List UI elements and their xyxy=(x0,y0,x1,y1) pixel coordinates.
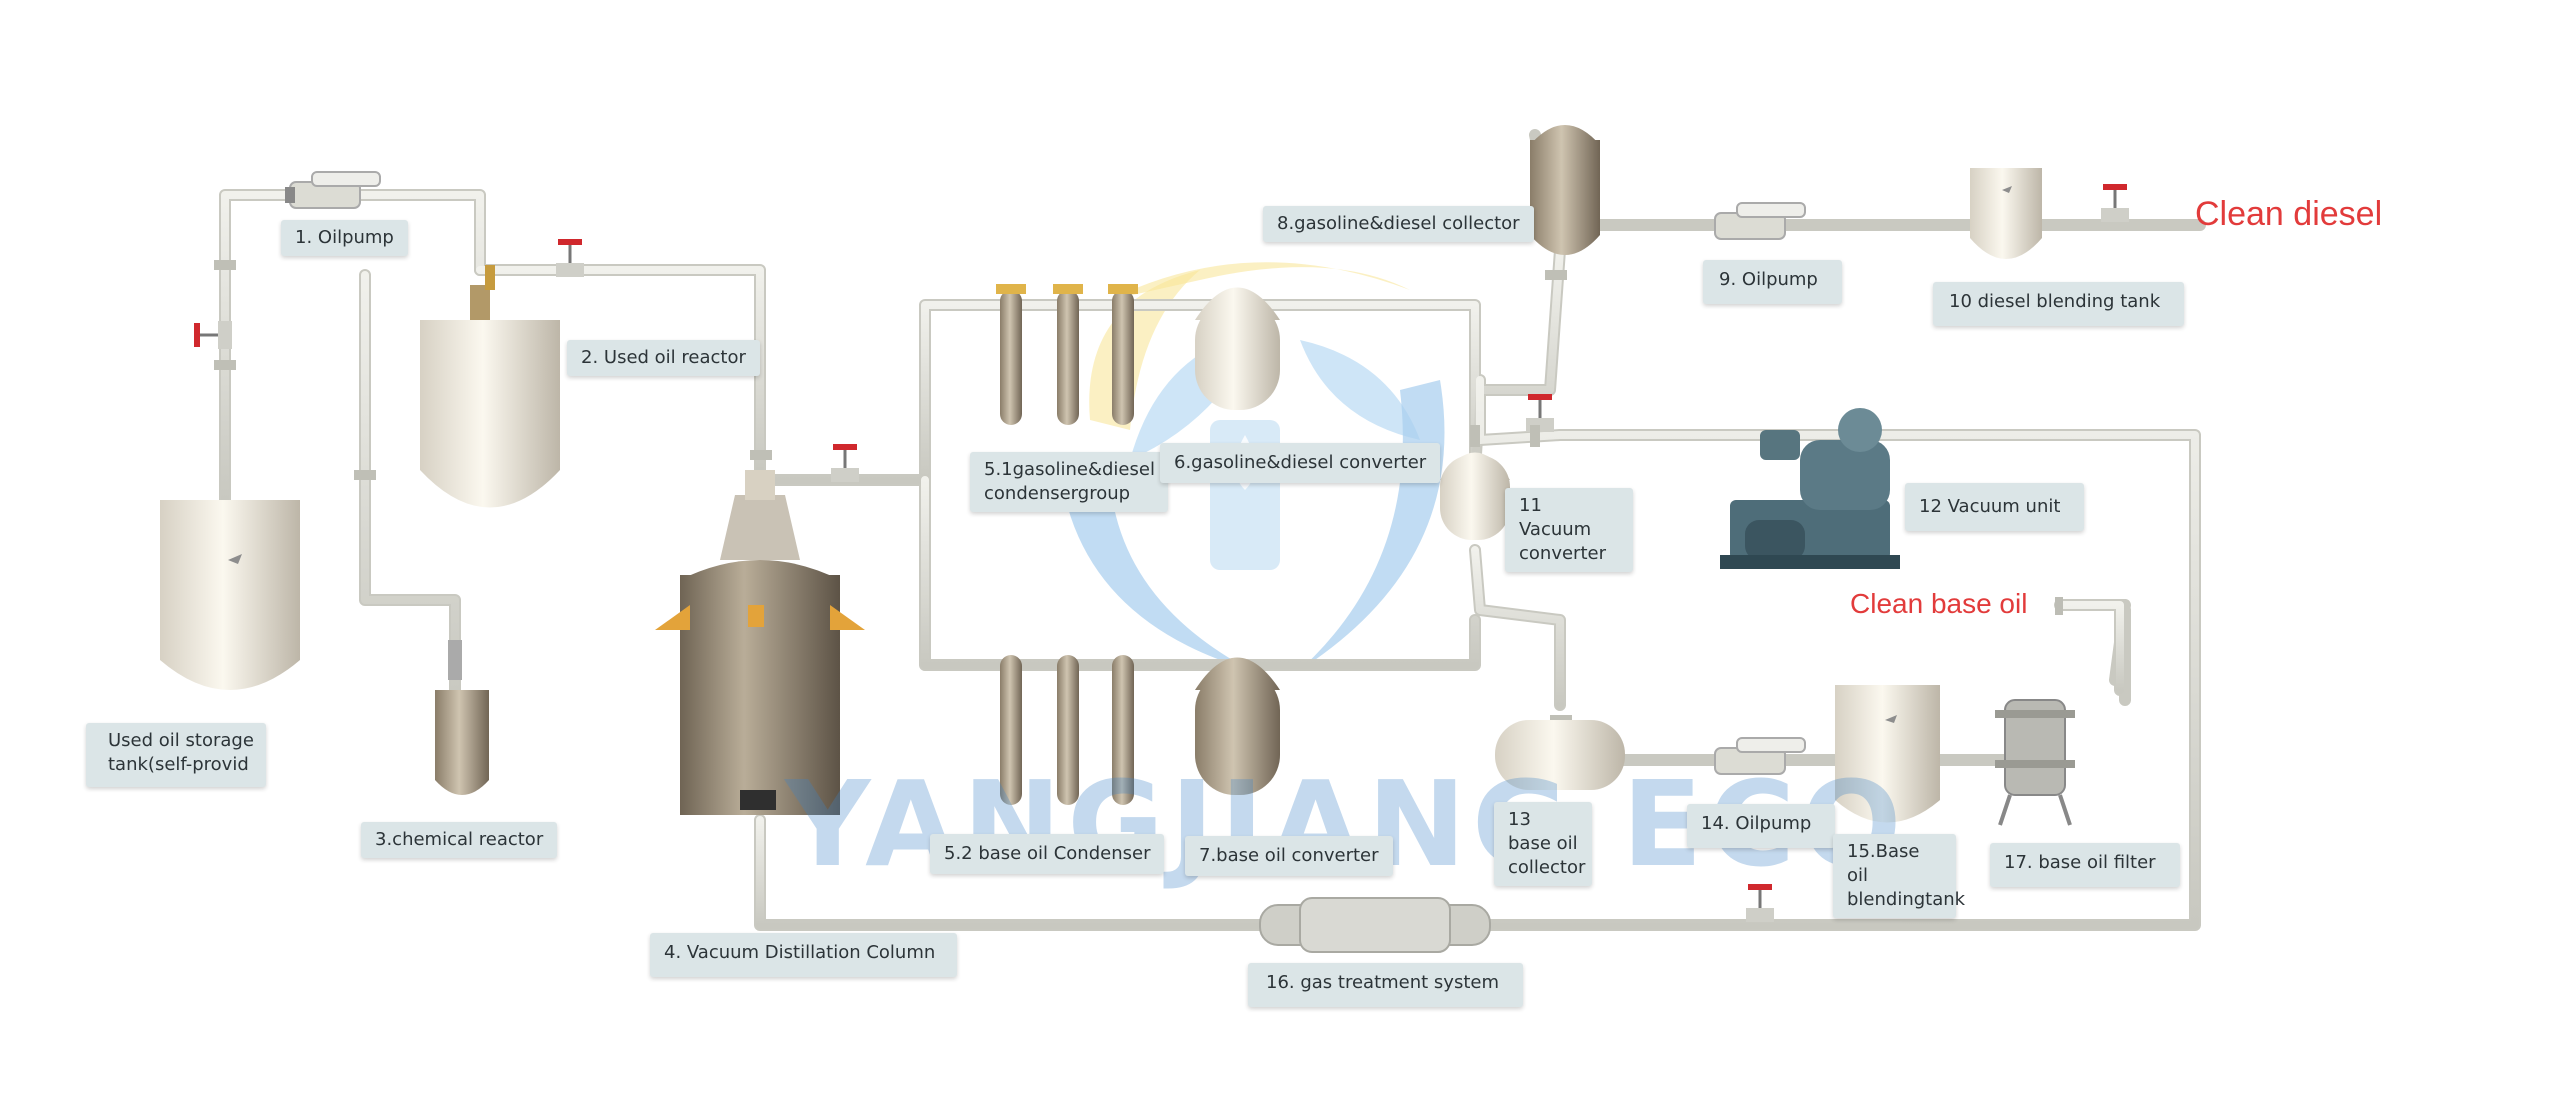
base-oil-outlet xyxy=(2055,597,2063,615)
chemical-reactor xyxy=(435,640,489,795)
gasoline-diesel-converter xyxy=(1195,287,1280,410)
label-base-oil-filter: 17. base oil filter xyxy=(1990,843,2180,887)
label-condenser-group-5-1: 5.1gasoline&diesel condensergroup xyxy=(970,452,1168,512)
diesel-blending-tank xyxy=(1970,168,2042,259)
vacuum-unit xyxy=(1720,408,1900,569)
label-condenser-group-5-2: 5.2 base oil Condenser xyxy=(930,834,1165,874)
label-chemical-reactor: 3.chemical reactor xyxy=(361,822,558,858)
label-gas-treatment-system: 16. gas treatment system xyxy=(1248,963,1523,1007)
gas-treatment-system xyxy=(1259,897,1491,953)
gasoline-diesel-collector xyxy=(1530,125,1600,255)
vacuum-converter xyxy=(1440,452,1510,540)
base-oil-collector xyxy=(1495,720,1625,790)
used-oil-reactor xyxy=(420,265,560,508)
pipe-flanges xyxy=(214,260,1572,725)
label-used-oil-reactor: 2. Used oil reactor xyxy=(567,340,760,376)
base-oil-converter xyxy=(1195,657,1280,795)
label-gasoline-diesel-converter: 6.gasoline&diesel converter xyxy=(1160,443,1441,483)
label-used-oil-storage-tank: Used oil storage tank(self-provid xyxy=(86,723,266,787)
label-base-oil-converter: 7.base oil converter xyxy=(1185,836,1393,876)
valves xyxy=(194,184,2129,922)
condenser-group-5-1 xyxy=(996,284,1138,425)
condenser-group-5-2 xyxy=(1000,655,1134,805)
base-oil-filter xyxy=(1995,699,2075,826)
label-oilpump-9: 9. Oilpump xyxy=(1703,260,1842,304)
base-oil-blending-tank xyxy=(1835,685,1940,823)
label-oilpump-1: 1. Oilpump xyxy=(281,220,408,256)
oilpump-9 xyxy=(1714,202,1806,240)
oilpump-1 xyxy=(285,171,381,209)
label-base-oil-blending-tank: 15.Base oil blendingtank xyxy=(1833,834,1965,918)
output-clean-diesel: Clean diesel xyxy=(2195,195,2383,233)
label-vacuum-distillation-column: 4. Vacuum Distillation Column xyxy=(650,933,958,977)
used-oil-storage-tank xyxy=(160,500,300,690)
label-vacuum-unit: 12 Vacuum unit xyxy=(1905,483,2085,531)
label-oilpump-14: 14. Oilpump xyxy=(1687,804,1836,848)
label-diesel-blending-tank: 10 diesel blending tank xyxy=(1933,282,2185,326)
label-gasoline-diesel-collector: 8.gasoline&diesel collector xyxy=(1263,206,1534,242)
label-vacuum-converter: 11 Vacuum converter xyxy=(1505,488,1633,572)
vacuum-distillation-column xyxy=(655,470,865,815)
output-clean-base-oil: Clean base oil xyxy=(1850,588,2028,619)
label-base-oil-collector: 13 base oil collector xyxy=(1494,802,1592,886)
oilpump-14 xyxy=(1714,737,1806,775)
